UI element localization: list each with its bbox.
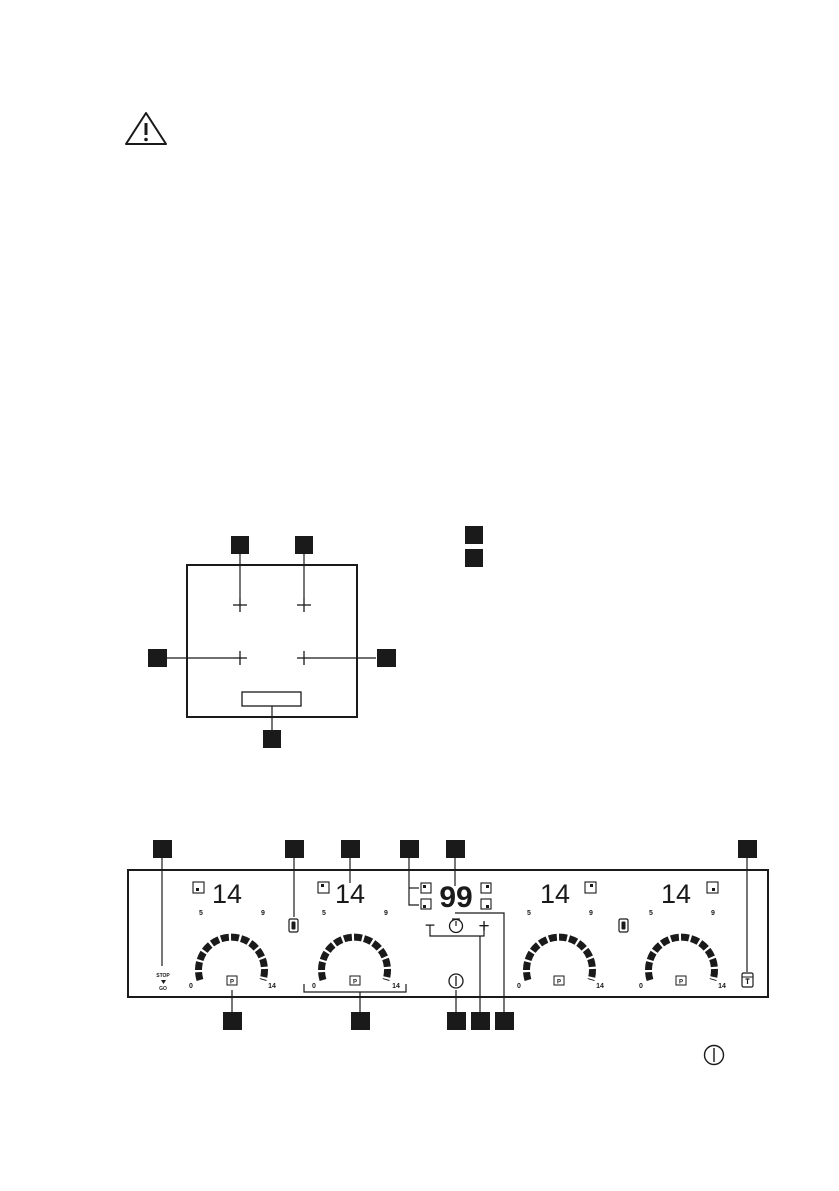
timer-clock-icon[interactable] <box>448 918 464 934</box>
stop-label: STOP <box>156 973 170 979</box>
callout-display <box>341 840 360 858</box>
callout-control-panel <box>263 730 281 748</box>
timer-zone-indicator-icon <box>480 882 492 894</box>
scale-mid-a: 5 <box>199 910 203 917</box>
svg-text:P: P <box>353 980 357 986</box>
scale-max: 14 <box>596 983 604 990</box>
callout-lock <box>738 840 757 858</box>
cooking-zone-indicator-icon <box>317 881 330 894</box>
callout-timer-select <box>495 1012 514 1030</box>
scale-min: 0 <box>312 983 316 990</box>
callout-bridge <box>285 840 304 858</box>
cooking-zone-control: 14 5 9 0 14 P <box>639 879 726 990</box>
scale-min: 0 <box>639 983 643 990</box>
power-slider <box>523 933 596 982</box>
timer-zone-indicator-icon <box>420 898 432 910</box>
power-slider <box>645 933 718 982</box>
power-boost-button[interactable]: P <box>226 975 238 986</box>
timer-zone-indicator-icon <box>480 898 492 910</box>
cooking-zone-control: 14 5 9 0 14 P <box>189 879 276 990</box>
warning-triangle-icon <box>125 112 167 145</box>
zone-display: 14 <box>540 879 570 909</box>
stop-go-icon[interactable]: STOP GO <box>156 973 170 992</box>
scale-mid-b: 9 <box>711 910 715 917</box>
control-panel-marker <box>241 691 302 707</box>
power-boost-button[interactable]: P <box>349 975 361 986</box>
control-panel: STOP GO 14 5 9 0 14 <box>127 840 769 1030</box>
scale-min: 0 <box>517 983 521 990</box>
cooking-zone-control: 14 5 9 0 14 P <box>312 879 400 990</box>
zone-display: 14 <box>335 879 365 909</box>
timer-plus-button[interactable]: + <box>478 916 489 937</box>
callout-zone-front-left <box>148 649 167 667</box>
legend-callout-2 <box>465 549 483 567</box>
callout-zone-rear-right <box>295 536 313 554</box>
callout-timer-display <box>446 840 465 858</box>
bridge-icon[interactable] <box>618 918 629 933</box>
child-lock-icon[interactable] <box>741 972 754 988</box>
scale-mid-a: 5 <box>527 910 531 917</box>
zone-display: 14 <box>661 879 691 909</box>
cooking-zone-indicator-icon <box>706 881 719 894</box>
svg-text:P: P <box>230 980 234 986</box>
cooking-zone-indicator-icon <box>584 881 597 894</box>
power-icon[interactable] <box>448 973 464 989</box>
timer-display: 99 <box>439 881 472 914</box>
cooking-zone-control: 14 5 9 0 14 P <box>517 879 604 990</box>
power-boost-button[interactable]: P <box>675 975 687 986</box>
svg-text:P: P <box>679 980 683 986</box>
hob-layout-diagram <box>148 536 396 748</box>
callout-stop-go <box>153 840 172 858</box>
scale-mid-b: 9 <box>384 910 388 917</box>
callout-zone-front-right <box>377 649 396 667</box>
scale-max: 14 <box>268 983 276 990</box>
legend-callout-1 <box>465 526 483 544</box>
go-label: GO <box>159 986 167 992</box>
power-slider <box>318 933 391 982</box>
callout-timer-plus-minus <box>471 1012 490 1030</box>
callout-control-bar <box>351 1012 370 1030</box>
scale-mid-a: 5 <box>649 910 653 917</box>
power-icon <box>703 1044 725 1066</box>
power-boost-button[interactable]: P <box>553 975 565 986</box>
power-slider <box>195 933 268 982</box>
scale-mid-b: 9 <box>261 910 265 917</box>
scale-mid-b: 9 <box>589 910 593 917</box>
cooking-zone-indicator-icon <box>192 881 205 894</box>
scale-max: 14 <box>718 983 726 990</box>
callout-on-off <box>447 1012 466 1030</box>
cooking-zone-marker <box>233 598 311 665</box>
scale-max: 14 <box>392 983 400 990</box>
callout-zone-rear-left <box>231 536 249 554</box>
timer-minus-button[interactable]: − <box>425 915 436 935</box>
zone-display: 14 <box>212 879 242 909</box>
bridge-icon[interactable] <box>288 918 299 933</box>
scale-mid-a: 5 <box>322 910 326 917</box>
scale-min: 0 <box>189 983 193 990</box>
timer-zone-indicator-icon <box>420 882 432 894</box>
svg-text:P: P <box>557 980 561 986</box>
callout-power-boost <box>223 1012 242 1030</box>
timer-section: 99 − + <box>420 881 492 989</box>
callout-timer-indicators <box>400 840 419 858</box>
